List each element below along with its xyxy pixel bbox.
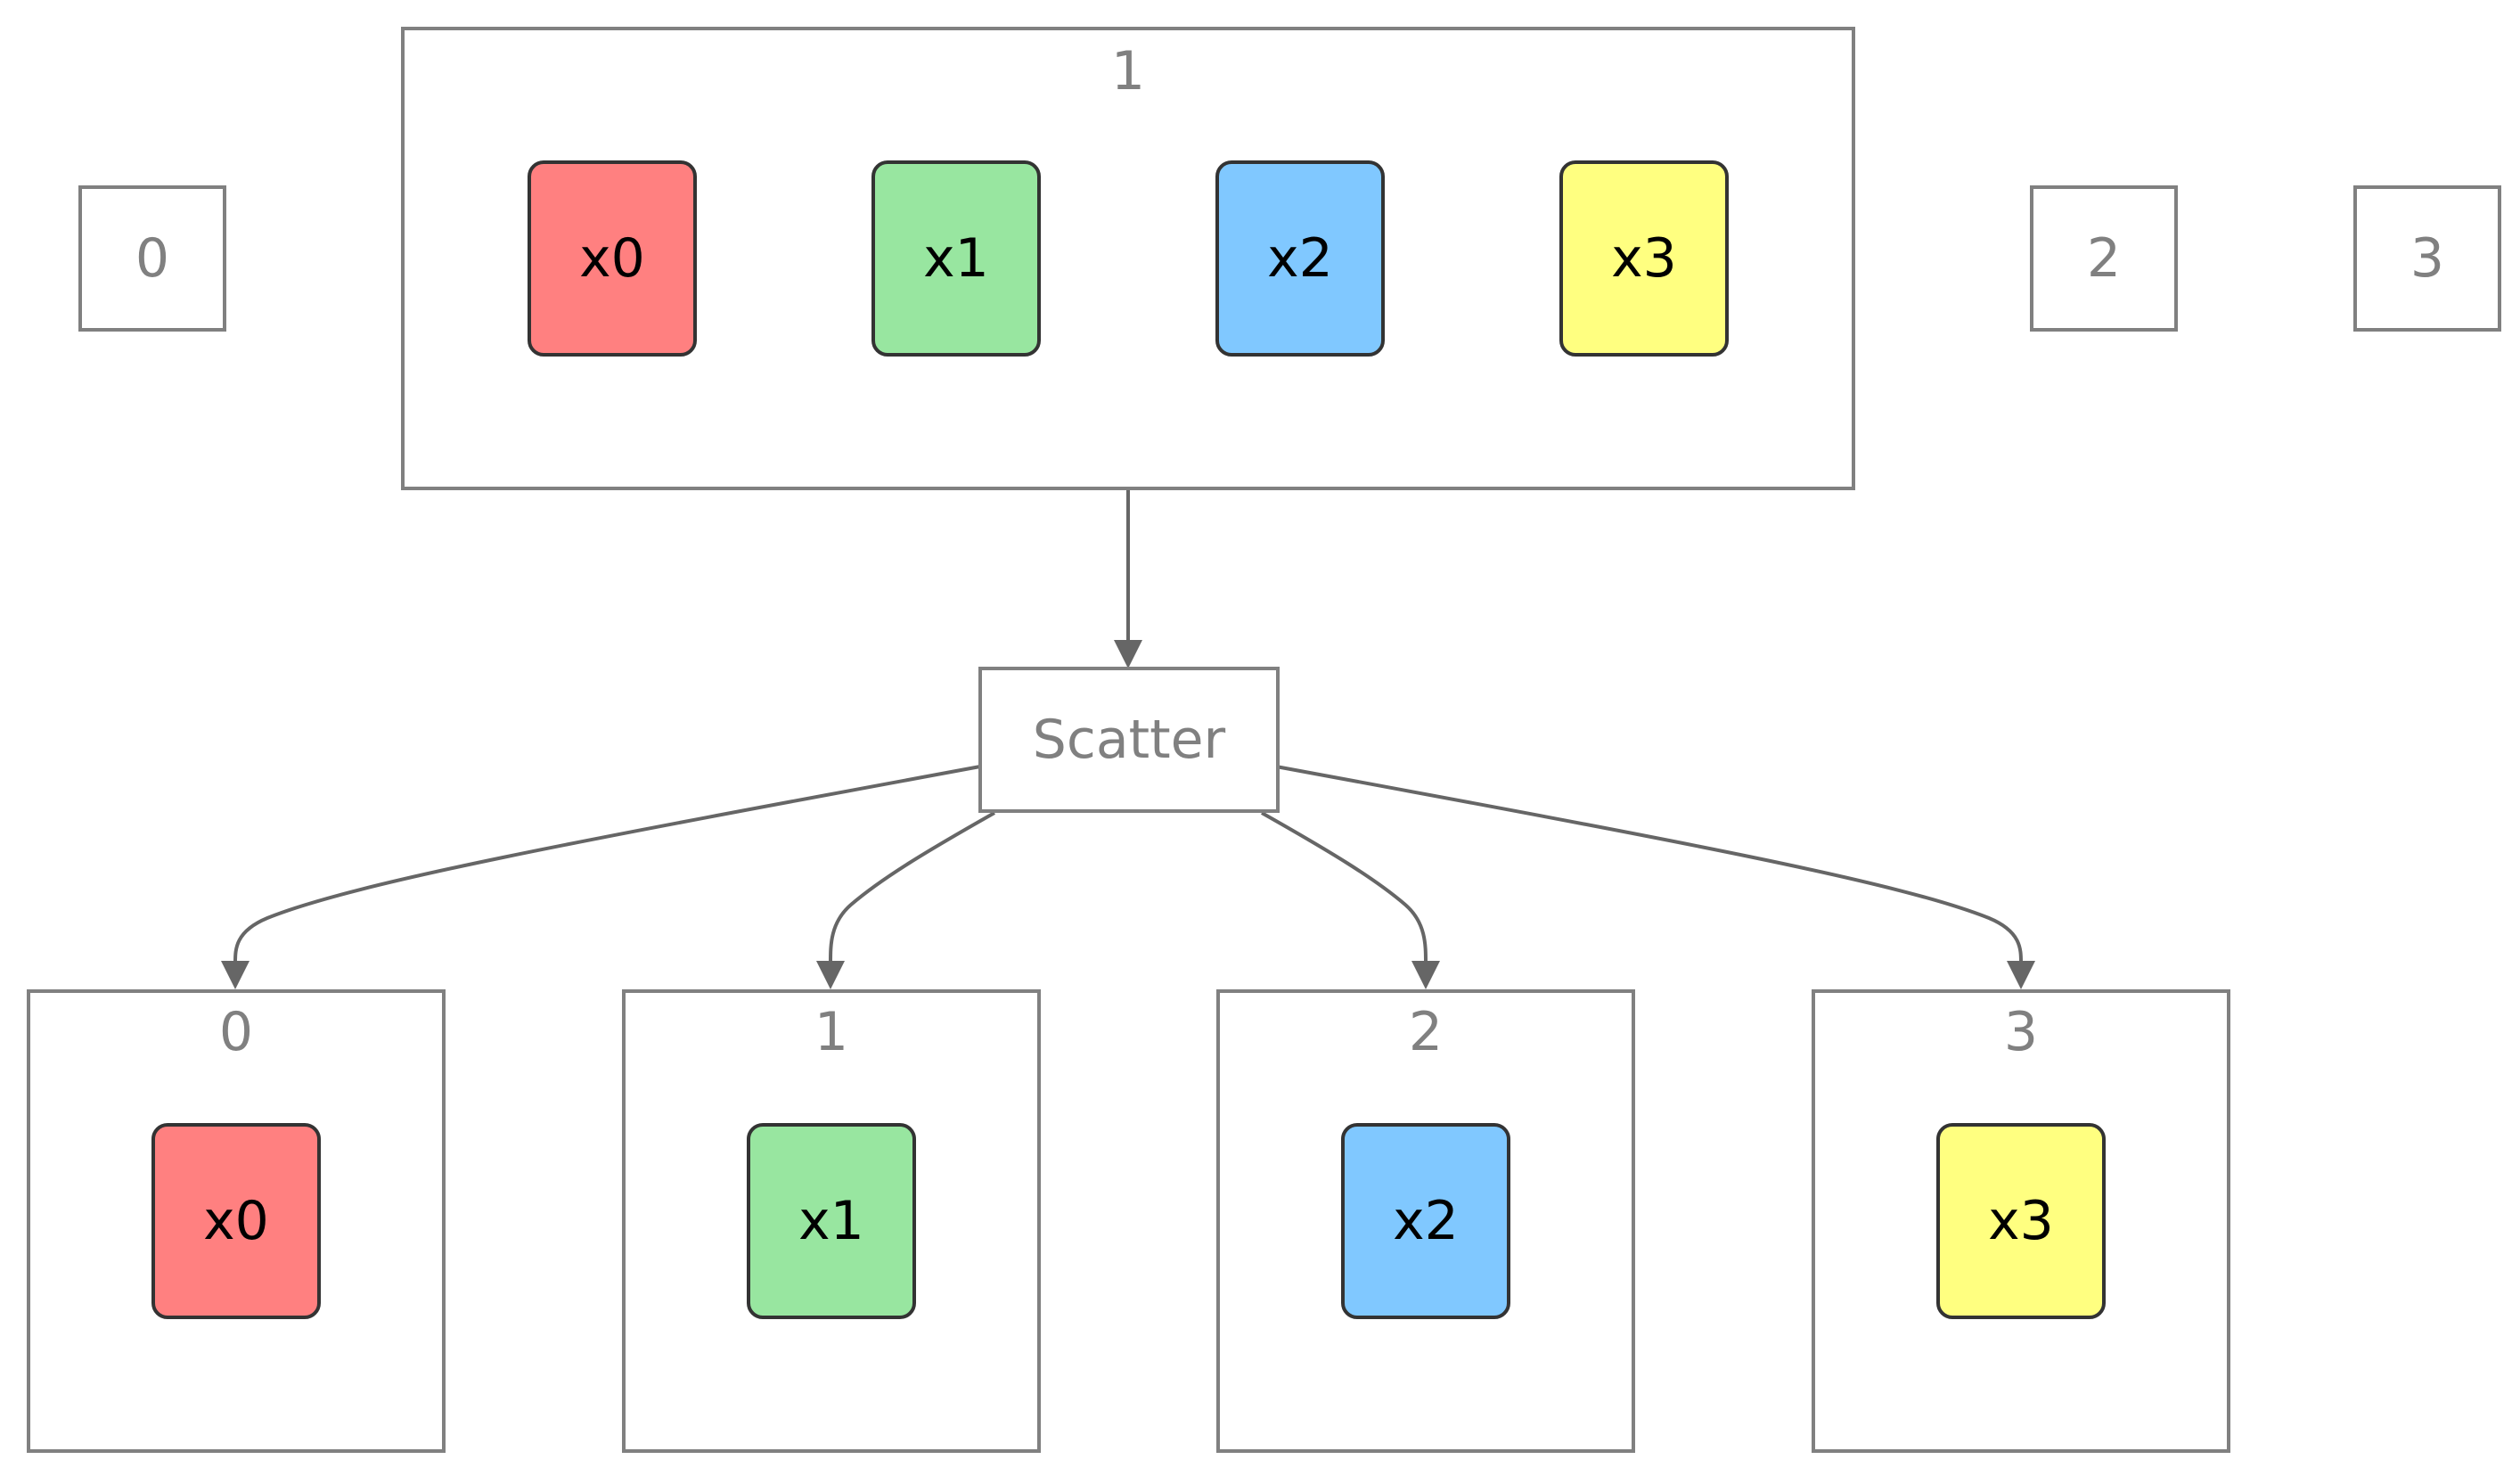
arrowhead-result-1 — [816, 961, 845, 989]
result-chunk-x1-label: x1 — [798, 1190, 864, 1252]
scatter-node: Scatter — [978, 667, 1280, 813]
top-node-3: 3 — [2353, 185, 2501, 332]
top-chunk-x0-label: x0 — [579, 227, 645, 290]
result-node-3: 3 x3 — [1812, 989, 2230, 1453]
top-chunk-x2-label: x2 — [1267, 227, 1333, 290]
result-chunk-x0-label: x0 — [203, 1190, 269, 1252]
top-chunk-x1: x1 — [871, 160, 1041, 357]
result-chunk-x0: x0 — [151, 1123, 321, 1319]
result-node-2-label: 2 — [1409, 1001, 1443, 1063]
top-node-0: 0 — [78, 185, 226, 332]
edges — [221, 490, 2035, 989]
result-node-2: 2 x2 — [1216, 989, 1635, 1453]
top-chunk-x1-label: x1 — [923, 227, 989, 290]
result-node-1-label: 1 — [814, 1001, 848, 1063]
edge-scatter-to-result-3 — [1275, 765, 2023, 964]
top-node-2-label: 2 — [2087, 227, 2121, 290]
result-chunk-x2: x2 — [1341, 1123, 1510, 1319]
result-node-0-label: 0 — [219, 1001, 253, 1063]
result-chunk-x2-label: x2 — [1393, 1190, 1459, 1252]
top-chunk-x0: x0 — [528, 160, 697, 357]
arrowhead-scatter — [1114, 640, 1142, 668]
scatter-label: Scatter — [1033, 709, 1226, 771]
result-node-1: 1 x1 — [622, 989, 1041, 1453]
result-chunk-x3: x3 — [1936, 1123, 2106, 1319]
top-node-3-label: 3 — [2410, 227, 2444, 290]
edge-scatter-to-result-0 — [233, 765, 981, 964]
edge-scatter-to-result-2 — [1261, 811, 1428, 964]
result-chunk-x3-label: x3 — [1988, 1190, 2054, 1252]
top-node-2: 2 — [2030, 185, 2178, 332]
edge-scatter-to-result-1 — [829, 811, 995, 964]
arrowhead-result-3 — [2007, 961, 2035, 989]
top-chunk-x3: x3 — [1559, 160, 1729, 357]
top-node-1: 1 x0 x1 x2 x3 — [401, 27, 1855, 490]
top-node-1-label: 1 — [1111, 40, 1145, 102]
top-node-0-label: 0 — [135, 227, 169, 290]
result-chunk-x1: x1 — [747, 1123, 916, 1319]
top-chunk-x3-label: x3 — [1611, 227, 1677, 290]
top-chunk-x2: x2 — [1215, 160, 1385, 357]
result-node-3-label: 3 — [2004, 1001, 2038, 1063]
result-node-0: 0 x0 — [27, 989, 446, 1453]
arrowhead-result-0 — [221, 961, 250, 989]
arrowhead-result-2 — [1411, 961, 1440, 989]
